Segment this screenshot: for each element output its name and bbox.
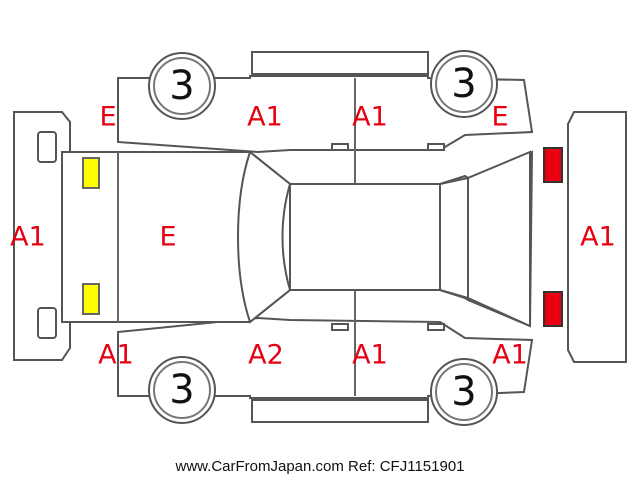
light-markers (82, 147, 563, 327)
code-front-bumper-view: A1 (10, 222, 46, 253)
tire-front-right-number: 3 (169, 367, 194, 413)
code-left-rear-quarter: E (491, 102, 508, 133)
code-left-front-door: A1 (247, 102, 283, 133)
front-view (13, 111, 71, 361)
headlight-left-marker (82, 157, 100, 189)
tire-rear-left-number: 3 (451, 61, 476, 107)
code-hood: E (159, 222, 176, 253)
bottom-side-panels (117, 290, 534, 423)
top-side-panels (117, 51, 534, 186)
code-left-rear-door: A1 (352, 102, 388, 133)
code-right-rear-door: A1 (352, 340, 388, 371)
headlight-right-marker (82, 283, 100, 315)
code-right-rear-quarter: A1 (492, 340, 528, 371)
taillight-right-marker (543, 291, 563, 327)
tire-rear-right-number: 3 (451, 369, 476, 415)
tire-rear-right: 3 (430, 358, 498, 426)
taillight-left-marker (543, 147, 563, 183)
tire-rear-left: 3 (430, 50, 498, 118)
damage-codes: A1 E E A1 A1 E A1 A2 A1 A1 A1 (10, 102, 616, 371)
code-right-front-fender: A1 (98, 340, 134, 371)
tire-front-left: 3 (148, 52, 216, 120)
code-left-front-fender: E (99, 102, 116, 133)
car-body-top (61, 150, 534, 328)
rear-view (567, 111, 627, 363)
tire-front-left-number: 3 (169, 63, 194, 109)
tire-front-right: 3 (148, 356, 216, 424)
footer-reference: www.CarFromJapan.com Ref: CFJ1151901 (175, 458, 465, 475)
code-rear-bumper-view: A1 (580, 222, 616, 253)
code-right-front-door: A2 (248, 340, 284, 371)
